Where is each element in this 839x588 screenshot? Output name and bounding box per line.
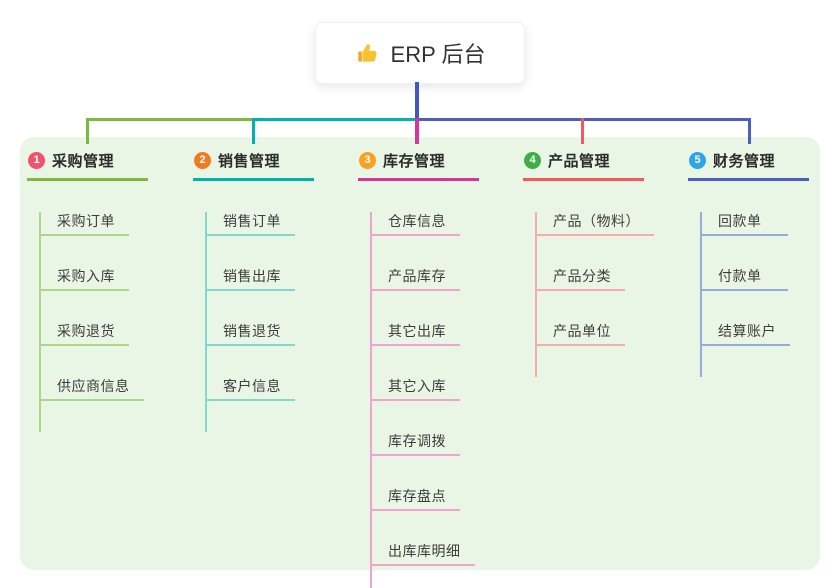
branch-number-badge: 5 xyxy=(689,152,706,169)
branch-trunk-line xyxy=(205,212,207,432)
child-node[interactable]: 采购入库 xyxy=(39,267,129,291)
child-node[interactable]: 其它出库 xyxy=(370,322,460,346)
child-node[interactable]: 结算账户 xyxy=(700,322,790,346)
child-node[interactable]: 产品分类 xyxy=(535,267,625,291)
child-node[interactable]: 产品（物料） xyxy=(535,212,654,236)
branch-number-badge: 3 xyxy=(359,152,376,169)
child-node[interactable]: 出库库明细 xyxy=(370,542,475,566)
branch-children: 仓库信息产品库存其它出库其它入库库存调拨库存盘点出库库明细 xyxy=(358,212,479,588)
branch-children: 产品（物料） 产品分类产品单位 xyxy=(523,212,654,377)
branch-trunk-line xyxy=(39,212,41,432)
branch-2: 2 销售管理销售订单销售出库销售退货客户信息 xyxy=(193,145,314,432)
branch-number-badge: 2 xyxy=(194,152,211,169)
child-node[interactable]: 采购退货 xyxy=(39,322,129,346)
branch-5: 5 财务管理回款单付款单结算账户 xyxy=(688,145,809,377)
connector-horizontal-segment-3 xyxy=(417,118,751,121)
branch-trunk-line xyxy=(370,212,372,588)
child-node[interactable]: 库存调拨 xyxy=(370,432,460,456)
child-node[interactable]: 采购订单 xyxy=(39,212,129,236)
branch-label: 财务管理 xyxy=(713,153,776,170)
connector-horizontal-segment-1 xyxy=(86,118,253,121)
child-node[interactable]: 付款单 xyxy=(700,267,788,291)
child-node[interactable]: 供应商信息 xyxy=(39,377,144,401)
branch-label: 产品管理 xyxy=(548,153,611,170)
branch-children: 回款单付款单结算账户 xyxy=(688,212,809,377)
child-node[interactable]: 库存盘点 xyxy=(370,487,460,511)
child-node[interactable]: 仓库信息 xyxy=(370,212,460,236)
branch-node-title[interactable]: 5 财务管理 xyxy=(688,145,809,181)
child-node[interactable]: 客户信息 xyxy=(205,377,295,401)
root-node[interactable]: ERP 后台 xyxy=(315,22,525,84)
child-node[interactable]: 其它入库 xyxy=(370,377,460,401)
branch-label: 库存管理 xyxy=(383,153,446,170)
branch-trunk-line xyxy=(535,212,537,377)
connector-drop-branch-5 xyxy=(748,118,751,144)
branch-3: 3 库存管理仓库信息产品库存其它出库其它入库库存调拨库存盘点出库库明细 xyxy=(358,145,479,588)
root-node-title: ERP 后台 xyxy=(390,42,486,67)
branch-children: 销售订单销售出库销售退货客户信息 xyxy=(193,212,314,432)
connector-drop-branch-2 xyxy=(252,118,255,144)
branch-node-title[interactable]: 1 采购管理 xyxy=(27,145,148,181)
child-node[interactable]: 销售出库 xyxy=(205,267,295,291)
branch-label: 销售管理 xyxy=(218,153,281,170)
branch-node-title[interactable]: 2 销售管理 xyxy=(193,145,314,181)
connector-horizontal-segment-2 xyxy=(253,118,417,121)
branch-label: 采购管理 xyxy=(52,153,115,170)
child-node[interactable]: 销售订单 xyxy=(205,212,295,236)
branch-node-title[interactable]: 4 产品管理 xyxy=(523,145,644,181)
connector-drop-branch-1 xyxy=(86,118,89,144)
branch-children: 采购订单采购入库采购退货供应商信息 xyxy=(27,212,148,432)
thumbs-up-icon xyxy=(355,40,381,66)
connector-drop-branch-4 xyxy=(581,118,584,144)
branch-1: 1 采购管理采购订单采购入库采购退货供应商信息 xyxy=(27,145,148,432)
branch-4: 4 产品管理产品（物料） 产品分类产品单位 xyxy=(523,145,654,377)
branch-trunk-line xyxy=(700,212,702,377)
child-node[interactable]: 产品单位 xyxy=(535,322,625,346)
child-node[interactable]: 产品库存 xyxy=(370,267,460,291)
branch-number-badge: 1 xyxy=(28,152,45,169)
branch-number-badge: 4 xyxy=(524,152,541,169)
child-node[interactable]: 销售退货 xyxy=(205,322,295,346)
branches-panel xyxy=(20,137,820,570)
child-node[interactable]: 回款单 xyxy=(700,212,788,236)
branch-node-title[interactable]: 3 库存管理 xyxy=(358,145,479,181)
root-connector-line xyxy=(415,82,419,119)
connector-drop-branch-3 xyxy=(415,118,419,144)
